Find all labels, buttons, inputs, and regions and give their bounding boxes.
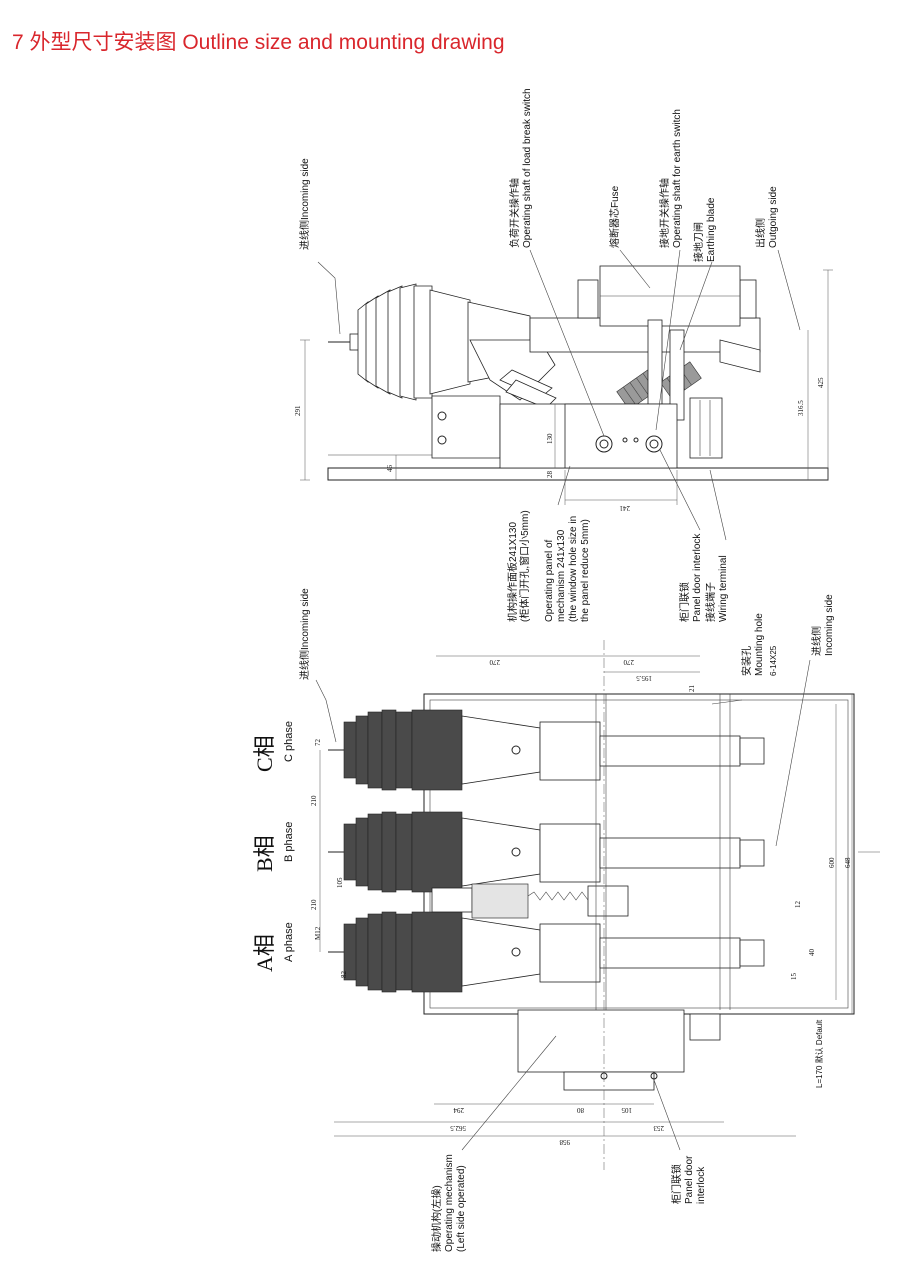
callout-panel-cn1: 机构操作面板241X130	[506, 522, 519, 622]
side-insulator	[328, 283, 531, 401]
dim-600: 600	[828, 857, 836, 868]
side-terminal-box	[689, 397, 723, 459]
phase-row-a	[328, 911, 765, 993]
phase-label-c-en: C phase	[283, 721, 295, 762]
callout-earthing-blade-cn: 接地刀闸	[692, 222, 705, 262]
default-length-label: L=170 默认 Default	[814, 1019, 824, 1088]
dim-82: 82	[340, 971, 348, 979]
dim-m12: M12	[314, 926, 322, 940]
phase-row-c	[328, 709, 765, 791]
dim-562-5: 562.5	[450, 1124, 466, 1132]
callout-interlock-en: Panel door interlock	[692, 533, 703, 622]
phase-label-b-cn: B相	[252, 835, 277, 872]
callout-wiring-en: Wiring terminal	[718, 555, 729, 622]
callout-interlock-cn: 柜门联锁	[678, 582, 691, 622]
callout-load-shaft-en: Operating shaft of load break switch	[522, 88, 533, 248]
dim-130: 130	[546, 433, 554, 444]
spring-mechanism	[431, 883, 629, 919]
callout-incoming-right-en: Incoming side	[824, 594, 835, 656]
leader-incoming-side	[317, 261, 341, 335]
callout-outgoing-en: Outgoing side	[768, 186, 779, 248]
front-view: A相 A phase B相 B phase C相 C phase 270 270…	[252, 588, 880, 1252]
callout-fuse: 熔断器芯Fuse	[608, 185, 621, 248]
callout-panel-en2: mechanism 241x130	[556, 529, 567, 622]
dim-648: 648	[844, 857, 852, 868]
callout-panel-en1: Operating panel of	[544, 539, 555, 622]
dim-316-5: 316.5	[797, 400, 805, 416]
dim-270b: 270	[623, 658, 634, 666]
dim-270a: 270	[489, 658, 500, 666]
dim-21: 21	[688, 685, 696, 693]
callout-panel-cn2: (柜体门开孔,窗口小5mm)	[518, 510, 531, 622]
dim-72: 72	[314, 739, 322, 747]
dim-40: 40	[808, 949, 816, 957]
phase-label-b-en: B phase	[283, 822, 295, 862]
callout-earthing-blade-en: Earthing blade	[706, 197, 717, 262]
callout-mounting-en: Mounting hole	[754, 613, 765, 676]
callout-panel-en3: (the window hole size in	[568, 516, 579, 622]
callout-mech-cn: 操动机构(左操)	[430, 1185, 443, 1252]
callout-mech-en2: (Left side operated)	[456, 1165, 467, 1252]
callout-door-cn: 柜门联锁	[670, 1164, 683, 1204]
callout-wiring-cn: 接线端子	[704, 582, 717, 622]
callout-incoming-right-cn: 进线侧	[810, 626, 823, 656]
callout-incoming-front: 进线侧Incoming side	[298, 588, 311, 680]
dim-210a: 210	[310, 795, 318, 806]
callout-door-en2: interlock	[696, 1166, 707, 1204]
dim-15: 15	[790, 973, 798, 981]
callout-mounting-cn: 安装孔	[740, 646, 753, 676]
callout-earth-shaft-en: Operating shaft for earth switch	[672, 109, 683, 248]
front-mechanism-block	[517, 1009, 685, 1073]
dim-12: 12	[794, 901, 802, 909]
dim-425: 425	[817, 377, 825, 388]
dim-80: 80	[577, 1106, 585, 1114]
side-base-frame	[327, 467, 829, 481]
side-bracket	[431, 395, 501, 459]
callout-earth-shaft-cn: 接地开关操作轴	[658, 178, 671, 248]
dim-46: 46	[386, 465, 394, 473]
callout-mounting-size: 6-14X25	[769, 645, 778, 676]
dim-294: 294	[453, 1106, 464, 1114]
dim-105b: 105	[621, 1106, 632, 1114]
dim-241: 241	[619, 504, 630, 512]
callout-load-shaft-cn: 负荷开关操作轴	[508, 178, 521, 248]
side-shaft-earth	[645, 435, 663, 453]
side-view: 291 46 130 28 241 425 316.5 进线侧Incoming …	[294, 88, 833, 622]
dim-253: 253	[653, 1124, 664, 1132]
phase-label-a-cn: A相	[252, 934, 277, 972]
phase-row-b	[328, 811, 765, 893]
dim-958: 958	[559, 1138, 570, 1146]
dim-210b: 210	[310, 899, 318, 910]
dim-291: 291	[294, 405, 302, 416]
callout-outgoing-cn: 出线侧	[754, 218, 767, 248]
dim-195-5: 195.5	[636, 674, 652, 682]
page-title: 7 外型尺寸安装图 Outline size and mounting draw…	[12, 31, 505, 54]
phase-label-a-en: A phase	[283, 922, 295, 962]
dim-28: 28	[546, 471, 554, 479]
callout-panel-en4: the panel reduce 5mm)	[580, 519, 591, 622]
callout-incoming-top: 进线侧Incoming side	[298, 158, 311, 250]
phase-label-c-cn: C相	[252, 735, 277, 772]
callout-door-en1: Panel door	[684, 1155, 695, 1204]
callout-mech-en1: Operating mechanism	[444, 1154, 455, 1252]
dim-105: 105	[336, 877, 344, 888]
